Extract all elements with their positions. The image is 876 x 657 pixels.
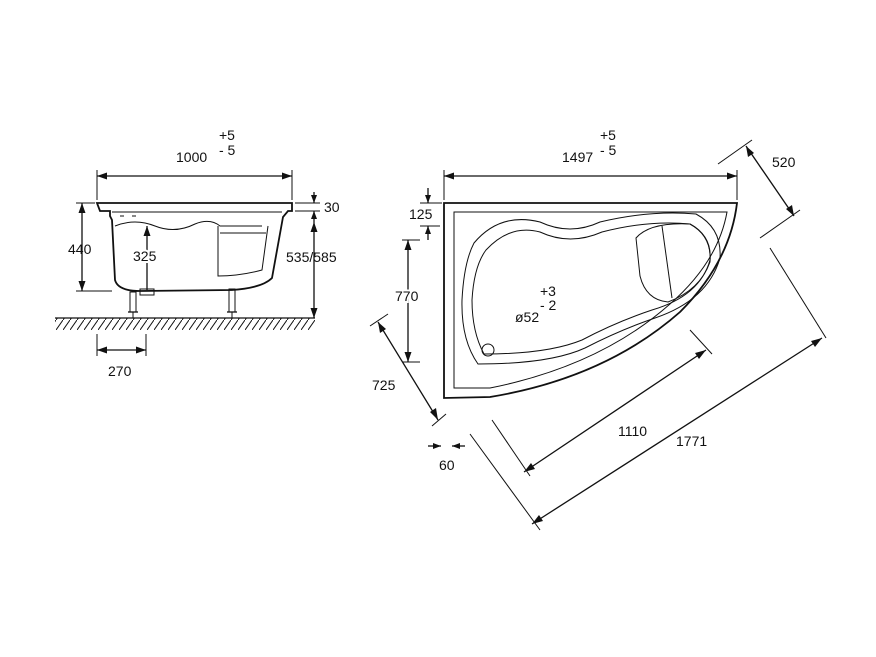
dim-rim-30: 30	[295, 192, 340, 222]
corner-label: 520	[772, 154, 796, 170]
top-tol-minus: - 5	[600, 142, 617, 158]
dim-corner-520: 520	[717, 139, 801, 239]
top-tol-plus: +5	[600, 127, 616, 143]
dim-diagonal-1771: 1771	[469, 247, 827, 531]
drain-hole	[481, 343, 495, 357]
leg-height-label: 535/585	[286, 249, 337, 265]
dim-leg-height: 535/585	[286, 222, 337, 318]
tub-inner-rim	[453, 211, 728, 389]
rim-label: 30	[324, 199, 340, 215]
offset-label: 125	[409, 206, 433, 222]
dim-edge-60: 60	[428, 443, 465, 473]
edge-label: 60	[439, 457, 455, 473]
tub-legs	[128, 288, 237, 318]
length1110-label: 1110	[618, 423, 647, 439]
width-label: 1000	[176, 149, 207, 165]
tolerance-plus: +5	[219, 127, 235, 143]
drain-dimension: +3 - 2 ø52	[515, 283, 557, 325]
dim-width-1497: 1497 +5 - 5	[443, 127, 738, 200]
drain-tol-minus: - 2	[540, 297, 557, 313]
dim-offset-125: 125	[409, 188, 442, 240]
tub-side-profile	[95, 202, 293, 296]
side-view: 1000 +5 - 5 30 440 325	[55, 127, 340, 379]
depth770-label: 770	[395, 288, 419, 304]
tub-outline	[443, 202, 739, 399]
tub-basin	[461, 212, 721, 365]
dim-depth-770: 770	[393, 239, 421, 363]
dim-width-1000: 1000 +5 - 5	[96, 127, 293, 200]
floor-hatch	[55, 318, 315, 330]
drain-tol-plus: +3	[540, 283, 556, 299]
diagonal-label: 1771	[676, 433, 707, 449]
headrest	[635, 223, 711, 303]
dim-depth-325: 325	[131, 226, 159, 290]
dim-side-725: 725	[369, 313, 447, 427]
tolerance-minus: - 5	[219, 142, 236, 158]
depth-label: 325	[133, 248, 157, 264]
top-width-label: 1497	[562, 149, 593, 165]
side725-label: 725	[372, 377, 396, 393]
dim-leg-spacing-270: 270	[96, 334, 147, 379]
dim-height-440: 440	[68, 202, 112, 292]
drain-diameter-label: ø52	[515, 309, 539, 325]
height-label: 440	[68, 241, 92, 257]
top-view: 1497 +5 - 5 520 125	[369, 127, 827, 531]
leg-spacing-label: 270	[108, 363, 132, 379]
dim-length-1110: 1110	[491, 329, 713, 477]
